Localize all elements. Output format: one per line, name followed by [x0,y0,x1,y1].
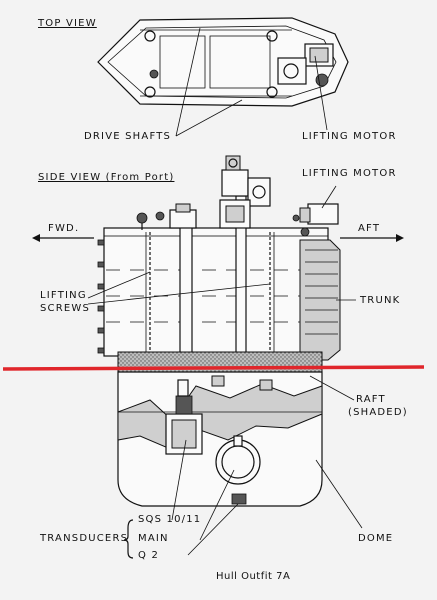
caption: Hull Outfit 7A [216,571,291,582]
transducers-label: TRANSDUCERS [40,533,129,544]
red-marker-line [2,365,425,371]
dome-label: DOME [358,533,394,544]
lifting-screws-label-line1: LIFTING [40,290,87,301]
main-label: MAIN [138,533,169,544]
raft-label-line1: RAFT [356,394,386,405]
lifting-screws-label-line2: SCREWS [40,303,91,314]
q2-label: Q 2 [138,550,160,561]
top-view-title: TOP VIEW [38,18,97,29]
aft-label: AFT [358,223,381,234]
drive-shafts-label: DRIVE SHAFTS [84,131,172,142]
top-view-leaders [175,27,328,137]
side-view-title: SIDE VIEW (From Port) [38,172,175,183]
lifting-motor-side-label: LIFTING MOTOR [302,168,397,179]
trunk-label: TRUNK [360,295,401,306]
dome-drawing [117,371,323,507]
sqs-10-11-label: SQS 10/11 [138,514,202,525]
top-view-drawing [97,17,349,107]
lifting-motor-top-label: LIFTING MOTOR [302,131,397,142]
fwd-label: FWD. [48,223,80,234]
side-view-leaders [32,185,404,559]
raft-label-line2: (SHADED) [348,407,408,418]
